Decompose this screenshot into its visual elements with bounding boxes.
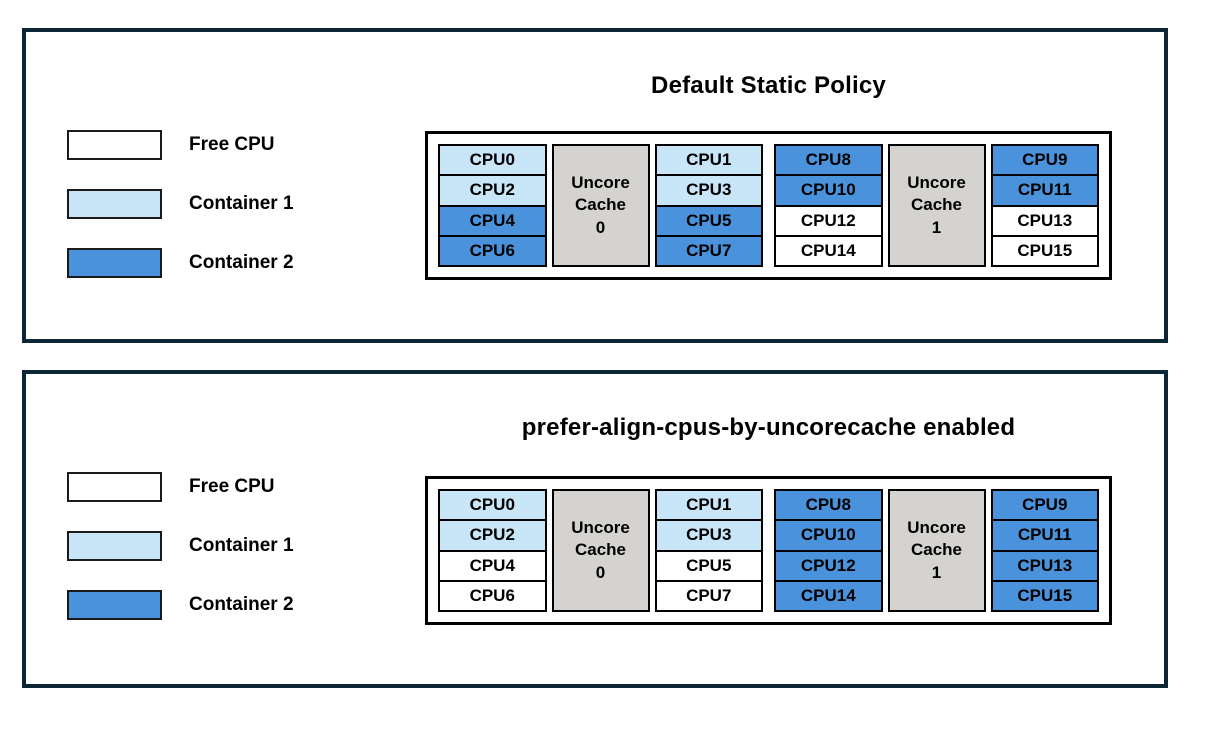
legend-label: Container 1	[189, 535, 294, 556]
legend-label: Free CPU	[189, 476, 275, 497]
uncore-cache-label: Uncore	[571, 518, 630, 538]
uncore-cache-label: 0	[595, 217, 606, 237]
legend-swatch	[67, 130, 162, 160]
cpu-cell: CPU8	[776, 491, 881, 520]
legend-label: Container 2	[189, 594, 294, 615]
cpu-cell: CPU1	[656, 146, 761, 175]
cpu-cell: CPU14	[776, 234, 881, 265]
cpu-cell: CPU3	[656, 174, 761, 205]
cpu-cell: CPU8	[776, 146, 881, 175]
uncore-cache-label: Uncore	[907, 173, 966, 193]
legend-item: Container 2	[67, 248, 294, 278]
uncore-cache-label: 1	[931, 217, 942, 237]
legend-label: Container 1	[189, 193, 294, 214]
panel-prefer-align-cpus-by-uncorecache: prefer-align-cpus-by-uncorecache enabled…	[22, 370, 1168, 688]
cpu-cell: CPU7	[656, 234, 761, 265]
legend-item: Container 1	[67, 531, 294, 561]
cpu-cell: CPU7	[656, 579, 761, 610]
legend-item: Container 1	[67, 189, 294, 219]
legend-item: Free CPU	[67, 472, 294, 502]
cpu-cell: CPU13	[992, 549, 1097, 580]
cpu-cell: CPU0	[440, 146, 545, 175]
legend-swatch	[67, 531, 162, 561]
legend: Free CPU Container 1 Container 2	[67, 130, 294, 307]
cpu-cell: CPU2	[440, 174, 545, 205]
cpu-cell: CPU12	[776, 204, 881, 235]
cpu-cell: CPU11	[992, 519, 1097, 550]
uncore-cache-label: Cache	[910, 195, 963, 215]
panel-title: Default Static Policy	[651, 72, 886, 99]
cpu-cell: CPU14	[776, 579, 881, 610]
cpu-cell: CPU4	[440, 204, 545, 235]
uncore-cache-label: Uncore	[907, 518, 966, 538]
cpu-cell: CPU2	[440, 519, 545, 550]
legend-item: Container 2	[67, 590, 294, 620]
legend-item: Free CPU	[67, 130, 294, 160]
uncore-cache-label: Cache	[574, 195, 627, 215]
cpu-cell: CPU5	[656, 549, 761, 580]
panel-title: prefer-align-cpus-by-uncorecache enabled	[521, 414, 1016, 441]
cpu-cell: CPU13	[992, 204, 1097, 235]
cpu-cell: CPU11	[992, 174, 1097, 205]
cpu-cell: CPU4	[440, 549, 545, 580]
cpu-cell: CPU12	[776, 549, 881, 580]
legend-label: Container 2	[189, 252, 294, 273]
legend-swatch	[67, 472, 162, 502]
cpu-cell: CPU3	[656, 519, 761, 550]
uncore-cache-label: Cache	[910, 540, 963, 560]
cpu-cell: CPU15	[992, 579, 1097, 610]
cpu-cell: CPU9	[992, 146, 1097, 175]
cpu-cell: CPU1	[656, 491, 761, 520]
cpu-cell: CPU0	[440, 491, 545, 520]
legend-swatch	[67, 189, 162, 219]
uncore-cache-label: 1	[931, 562, 942, 582]
cpu-cell: CPU10	[776, 174, 881, 205]
cpu-cell: CPU9	[992, 491, 1097, 520]
legend-label: Free CPU	[189, 134, 275, 155]
uncore-cache-label: Uncore	[571, 173, 630, 193]
legend-swatch	[67, 590, 162, 620]
legend: Free CPU Container 1 Container 2	[67, 472, 294, 649]
cpu-cell: CPU6	[440, 579, 545, 610]
uncore-cache-label: 0	[595, 562, 606, 582]
cpu-cell: CPU15	[992, 234, 1097, 265]
cpu-cell: CPU6	[440, 234, 545, 265]
legend-swatch	[67, 248, 162, 278]
panel-default-static-policy: Default Static Policy Free CPU Container …	[22, 28, 1168, 343]
uncore-cache-label: Cache	[574, 540, 627, 560]
cpu-cell: CPU10	[776, 519, 881, 550]
cpu-cell: CPU5	[656, 204, 761, 235]
